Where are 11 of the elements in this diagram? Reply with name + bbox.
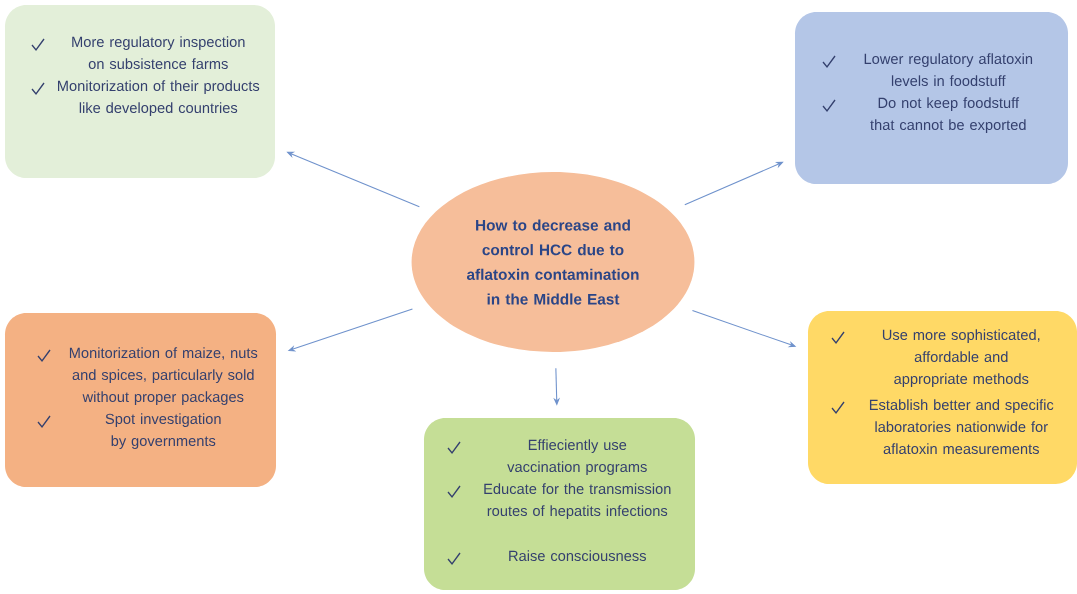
- list-item: Monitorization of maize, nuts and spices, particularly sold without proper packages: [69, 347, 258, 405]
- list-item: Establish better and specific laboratories nationwide for aflatoxin measurements: [869, 399, 1054, 455]
- list-item: Use more sophisticated, affordable and appropriate methods: [882, 329, 1040, 387]
- list-item: Spot investigation by governments: [105, 413, 221, 449]
- list-item: More regulatory inspection on subsistence farms: [72, 36, 245, 70]
- list-item: Effieciently use vaccination programs: [507, 439, 647, 475]
- list-item: Monitorization of their products like developed countries: [58, 80, 260, 116]
- list-item: Raise consciousness: [509, 550, 646, 562]
- list-item: Do not keep foodstuff that cannot be exported: [870, 97, 1026, 133]
- list-item: Educate for the transmission routes of hepatits infections: [484, 483, 671, 519]
- list-item: Lower regulatory aflatoxin levels in foodstuff: [864, 53, 1033, 87]
